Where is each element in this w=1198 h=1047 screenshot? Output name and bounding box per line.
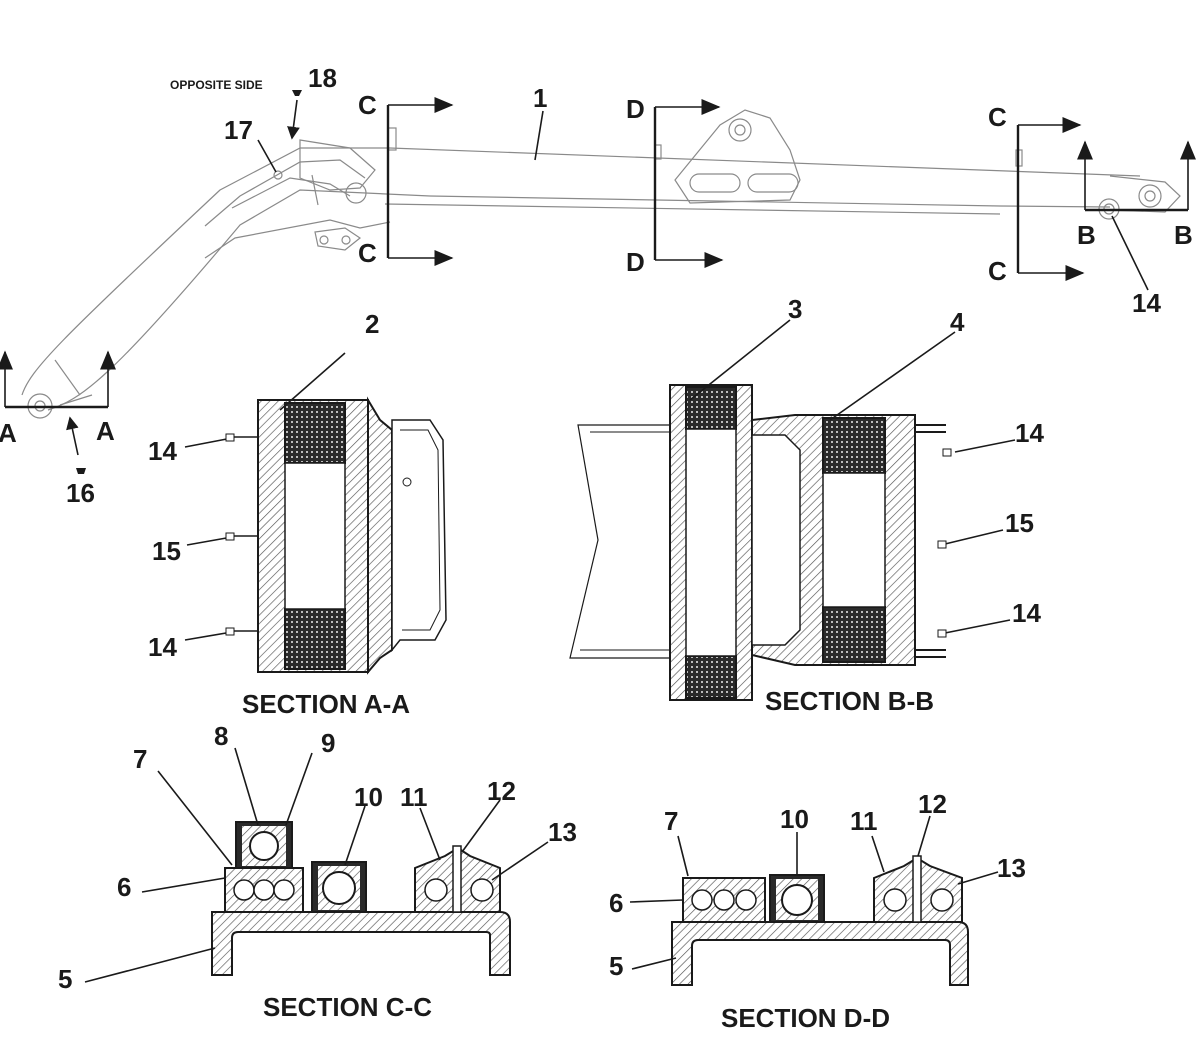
section-d-d-view: 5 6 7 10 11 12 13 SECTION D-D <box>609 789 1026 1033</box>
callout-17: 17 <box>224 115 253 145</box>
callout-10: 10 <box>780 804 809 834</box>
section-letter-a: A <box>96 416 115 446</box>
callout-13: 13 <box>548 817 577 847</box>
callout-14: 14 <box>1015 418 1044 448</box>
callout-10: 10 <box>354 782 383 812</box>
callout-7: 7 <box>133 744 147 774</box>
callout-2: 2 <box>365 309 379 339</box>
section-a-a-title: SECTION A-A <box>242 689 410 719</box>
section-letter-c: C <box>988 256 1007 286</box>
section-c-c-view: 5 6 7 8 9 10 11 12 13 SECTION C-C <box>58 721 577 1022</box>
callout-6: 6 <box>609 888 623 918</box>
callout-7: 7 <box>664 806 678 836</box>
callout-13: 13 <box>997 853 1026 883</box>
opposite-side-note: OPPOSITE SIDE <box>170 78 263 92</box>
callout-14: 14 <box>1012 598 1041 628</box>
callout-4: 4 <box>950 307 965 337</box>
section-letter-d: D <box>626 94 645 124</box>
bushing-4-lower <box>822 606 886 663</box>
section-c-c-title: SECTION C-C <box>263 992 432 1022</box>
section-letter-b: B <box>1174 220 1193 250</box>
callout-16: 16 <box>66 478 95 508</box>
section-letter-a: A <box>0 418 17 448</box>
callout-3: 3 <box>788 294 802 324</box>
callout-6: 6 <box>117 872 131 902</box>
callout-1: 1 <box>533 83 547 113</box>
callout-11: 11 <box>850 806 878 836</box>
section-letter-b: B <box>1077 220 1096 250</box>
section-b-b-view: 3 4 14 15 14 SECTION B-B <box>569 294 1044 716</box>
callout-14: 14 <box>148 436 177 466</box>
bushing-lower <box>284 608 346 670</box>
callout-15: 15 <box>152 536 181 566</box>
callout-11: 11 <box>400 782 428 812</box>
callout-5: 5 <box>58 964 72 994</box>
callout-18: 18 <box>308 63 337 93</box>
callout-5: 5 <box>609 951 623 981</box>
callout-12: 12 <box>918 789 947 819</box>
section-letter-d: D <box>626 247 645 277</box>
bushing-3-lower <box>685 655 737 699</box>
section-d-d-title: SECTION D-D <box>721 1003 890 1033</box>
bushing-3-upper <box>685 386 737 430</box>
section-letter-c: C <box>358 90 377 120</box>
callout-14: 14 <box>148 632 177 662</box>
section-b-b-title: SECTION B-B <box>765 686 934 716</box>
channel-5 <box>211 911 511 976</box>
section-letter-c: C <box>358 238 377 268</box>
callout-12: 12 <box>487 776 516 806</box>
callout-14-boom: 14 <box>1132 288 1161 318</box>
bushing-upper <box>284 402 346 464</box>
callout-8: 8 <box>214 721 228 751</box>
callout-15: 15 <box>1005 508 1034 538</box>
section-letter-c: C <box>988 102 1007 132</box>
section-a-a-view: 2 14 15 14 SECTION A-A <box>148 309 447 719</box>
bushing-4-upper <box>822 417 886 474</box>
channel-5 <box>671 921 969 986</box>
boom-overview: OPPOSITE SIDE 18 1 17 14 16 C C D D C C … <box>0 63 1196 508</box>
callout-9: 9 <box>321 728 335 758</box>
